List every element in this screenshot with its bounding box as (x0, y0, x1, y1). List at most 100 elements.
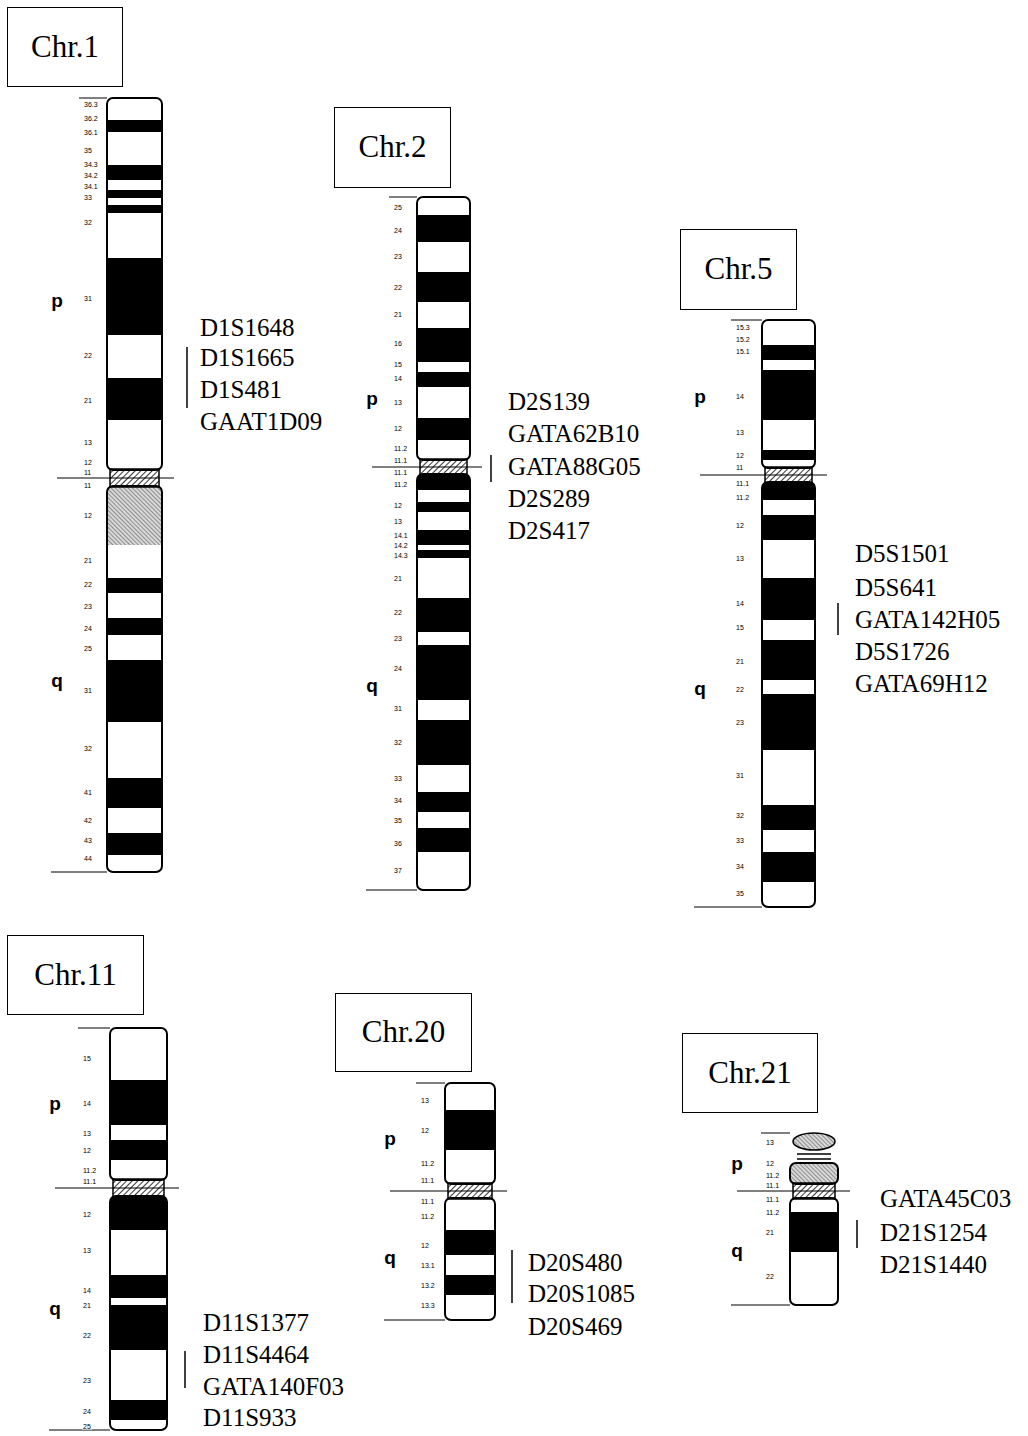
arm-label: p (694, 387, 706, 406)
band-label: 11.1 (420, 1198, 435, 1205)
guide-line (416, 1083, 445, 1084)
dark-band (107, 833, 162, 855)
dark-band (417, 598, 470, 632)
dark-band (762, 640, 815, 680)
band-label: 21 (83, 557, 93, 564)
chromosome-ideogram (49, 1028, 185, 1430)
band-label: 15 (393, 361, 403, 368)
marker-name: D20S1085 (528, 1281, 635, 1306)
band-label: 11.1 (765, 1182, 780, 1189)
dark-band (417, 474, 470, 490)
band-label: 23 (735, 719, 745, 726)
chromosome-ideogram (694, 320, 838, 907)
band-label: 13 (393, 399, 403, 406)
stalk-line (797, 1153, 831, 1155)
dark-band (107, 378, 162, 420)
band-label: 22 (82, 1332, 92, 1339)
band-label: 15 (82, 1055, 92, 1062)
band-label: 11 (735, 464, 744, 471)
dark-band (417, 272, 470, 302)
band-label: 34.3 (83, 161, 99, 168)
dark-band (107, 120, 162, 132)
marker-name: D5S641 (855, 575, 937, 600)
band-label: 33 (83, 194, 93, 201)
arm-label: p (49, 1094, 61, 1113)
band-label: 25 (393, 204, 403, 211)
band-label: 14 (393, 375, 403, 382)
band-label: 33 (393, 775, 403, 782)
chromosome-ground (110, 1028, 167, 1430)
chromosome-ground (445, 1083, 495, 1320)
band-label: 12 (765, 1160, 775, 1167)
marker-name: D2S139 (508, 389, 590, 414)
band-label: 34.2 (83, 172, 99, 179)
chromosome-ground (107, 98, 162, 872)
guide-line (51, 872, 107, 873)
marker-name: D21S1254 (880, 1220, 987, 1245)
marker-name: D5S1501 (855, 541, 949, 566)
dark-band (445, 1230, 495, 1255)
guide-line (78, 1028, 110, 1029)
arm-label: q (49, 1299, 61, 1318)
band-label: 21 (82, 1302, 92, 1309)
band-label: 11.2 (765, 1209, 780, 1216)
dark-band (107, 190, 162, 198)
dark-band (110, 1140, 167, 1160)
band-label: 36.2 (83, 115, 99, 122)
arm-outline (417, 197, 470, 460)
band-label: 23 (393, 253, 403, 260)
band-label: 12 (735, 522, 745, 529)
arm-label: q (694, 679, 706, 698)
centromere-line (57, 478, 174, 479)
band-label: 12 (735, 452, 745, 459)
dark-band (417, 645, 470, 700)
arm-outline (107, 98, 162, 470)
band-label: 11 (83, 482, 92, 489)
chromosome-title-box: Chr.2 (334, 107, 451, 188)
chromosome-title-box: Chr.21 (682, 1033, 818, 1113)
band-label: 12 (82, 1147, 92, 1154)
dark-band (445, 1275, 495, 1295)
band-label: 23 (82, 1377, 92, 1384)
band-label: 42 (83, 817, 93, 824)
arm-outline (762, 482, 815, 907)
dark-band (417, 720, 470, 765)
centromere-line (55, 1188, 179, 1189)
guide-line (731, 320, 762, 321)
dark-band (107, 578, 162, 593)
band-label: 35 (393, 817, 403, 824)
centromere-line (700, 475, 827, 476)
dark-band (417, 372, 470, 387)
dark-band (107, 778, 162, 808)
satellite (793, 1133, 835, 1150)
guide-line (79, 98, 107, 99)
dark-band (107, 660, 162, 722)
band-label: 11.2 (735, 494, 750, 501)
heterochromatin-band (790, 1163, 838, 1184)
band-label: 15 (735, 624, 745, 631)
chromosome-title-box: Chr.11 (7, 935, 144, 1015)
marker-name: D21S1440 (880, 1252, 987, 1277)
band-label: 11.1 (765, 1196, 780, 1203)
band-label: 22 (83, 581, 93, 588)
chromosome-title: Chr.5 (704, 252, 772, 286)
dark-band (762, 578, 815, 620)
band-label: 12 (393, 502, 403, 509)
dark-band (417, 792, 470, 812)
guide-line (761, 1133, 790, 1134)
dark-band (762, 515, 815, 540)
band-label: 35 (735, 890, 745, 897)
band-label: 32 (393, 739, 403, 746)
band-label: 13 (735, 555, 745, 562)
band-label: 43 (83, 837, 93, 844)
centromere-line (372, 467, 482, 468)
band-label: 13 (82, 1130, 92, 1137)
dark-band (107, 205, 162, 213)
dark-band (762, 852, 815, 882)
band-label: 22 (735, 686, 745, 693)
guide-line (694, 907, 762, 908)
band-label: 14 (82, 1100, 92, 1107)
band-label: 11.1 (735, 480, 750, 487)
